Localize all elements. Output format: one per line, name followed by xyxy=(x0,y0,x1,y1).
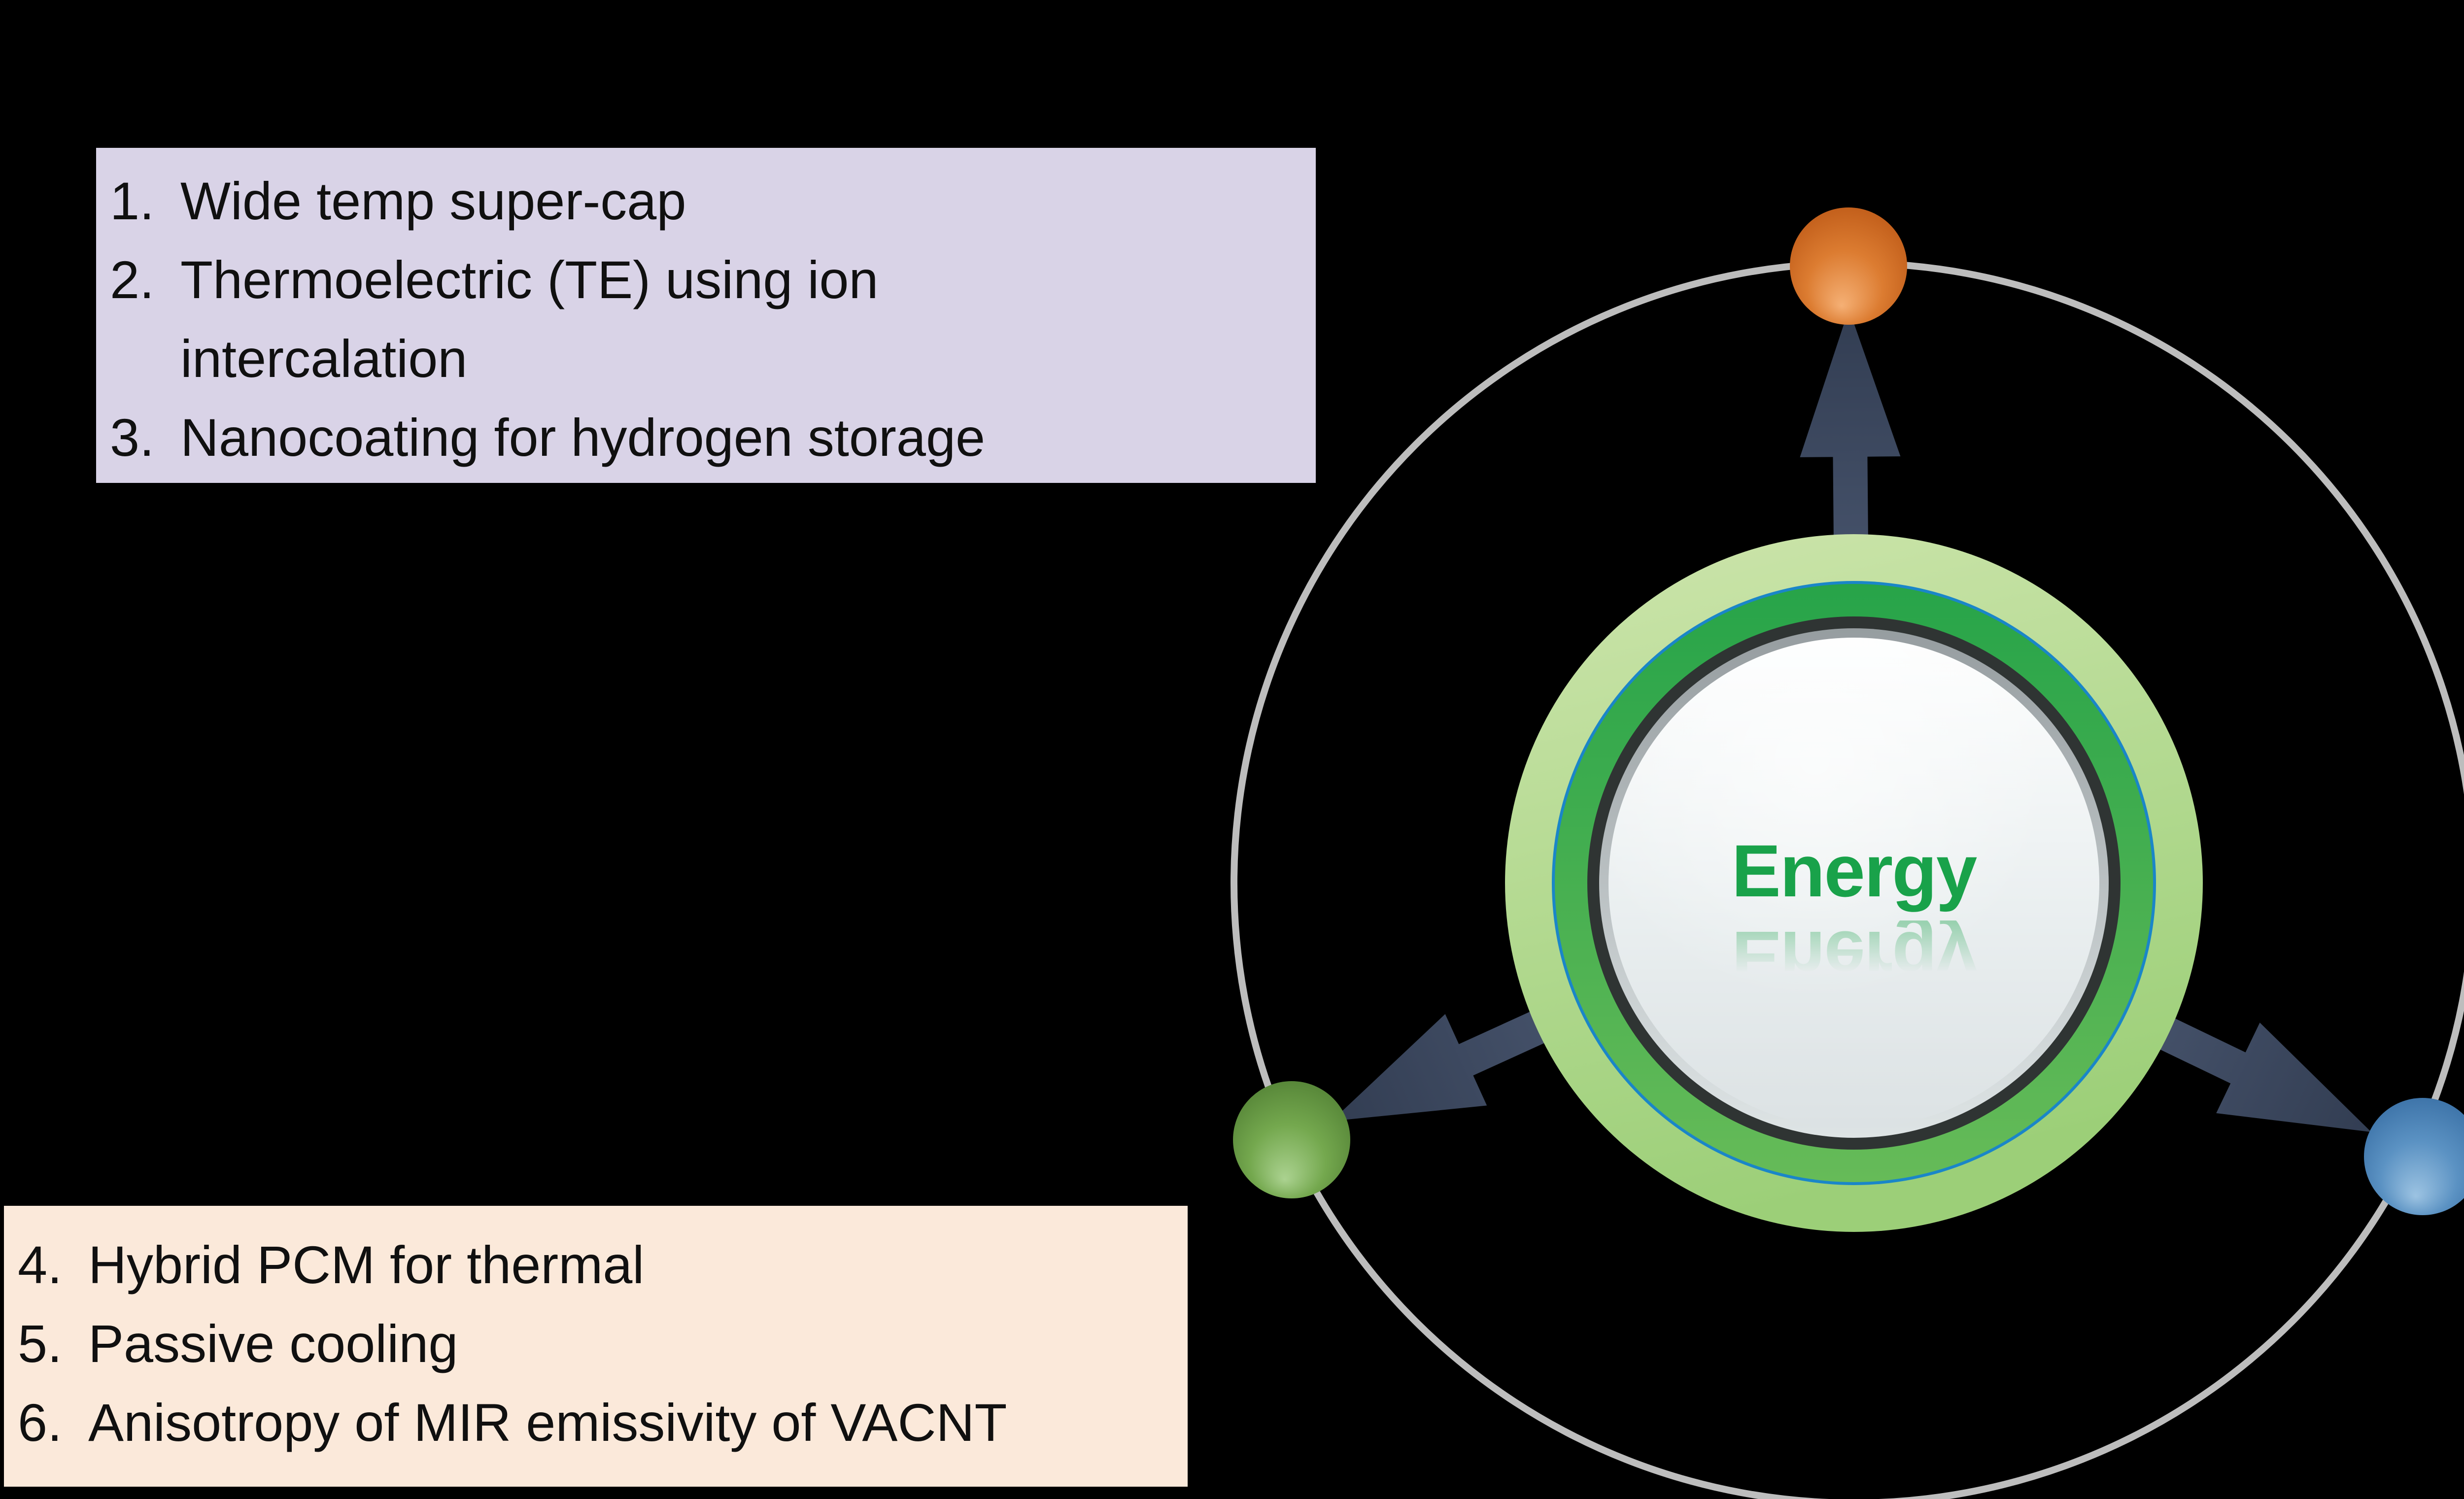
item-number: 3. xyxy=(110,408,155,467)
item-text: Thermoelectric (TE) using ion intercalat… xyxy=(180,240,1301,398)
item-number: 2. xyxy=(110,250,155,309)
item-number: 1. xyxy=(110,171,155,231)
hub-gloss-highlight xyxy=(1608,638,2099,1128)
item-line: Anisotropy of MIR emissivity of VACNT xyxy=(88,1393,1007,1452)
item-line: Wide temp super-cap xyxy=(180,171,686,231)
item-line: Thermoelectric (TE) using ion xyxy=(180,250,879,309)
node-orange-ball xyxy=(1790,207,1907,325)
item-line: Passive cooling xyxy=(88,1314,458,1373)
energy-hub xyxy=(1505,534,2203,1232)
item-text: Nanocoating for hydrogen storage xyxy=(180,398,1301,477)
list-item: 1. Wide temp super-cap xyxy=(110,162,1301,240)
list-item: 4. Hybrid PCM for thermal xyxy=(18,1226,1173,1304)
node-green-ball xyxy=(1233,1081,1350,1198)
item-number: 4. xyxy=(18,1235,63,1295)
item-text: Anisotropy of MIR emissivity of VACNT xyxy=(88,1383,1173,1462)
item-number: 6. xyxy=(18,1393,63,1452)
item-text: Wide temp super-cap xyxy=(180,162,1301,240)
item-text: Passive cooling xyxy=(88,1304,1173,1383)
list-item: 3. Nanocoating for hydrogen storage xyxy=(110,398,1301,477)
arrow-up-icon xyxy=(1800,309,1901,617)
list-box-bottom-left: 4. Hybrid PCM for thermal 5. Passive coo… xyxy=(4,1206,1188,1487)
list-item: 2. Thermoelectric (TE) using ion interca… xyxy=(110,240,1301,398)
hub-label-reflection: Energy xyxy=(1731,916,1977,999)
node-blue-ball xyxy=(2364,1098,2464,1215)
item-text: Hybrid PCM for thermal xyxy=(88,1226,1173,1304)
item-line: intercalation xyxy=(180,329,468,388)
list-item: 5. Passive cooling xyxy=(18,1304,1173,1383)
item-line: Nanocoating for hydrogen storage xyxy=(180,408,986,467)
item-line: Hybrid PCM for thermal xyxy=(88,1235,645,1295)
list-item: 6. Anisotropy of MIR emissivity of VACNT xyxy=(18,1383,1173,1462)
item-number: 5. xyxy=(18,1314,63,1373)
hub-label: Energy xyxy=(1731,829,1978,912)
list-box-top-left: 1. Wide temp super-cap 2. Thermoelectric… xyxy=(96,148,1316,483)
